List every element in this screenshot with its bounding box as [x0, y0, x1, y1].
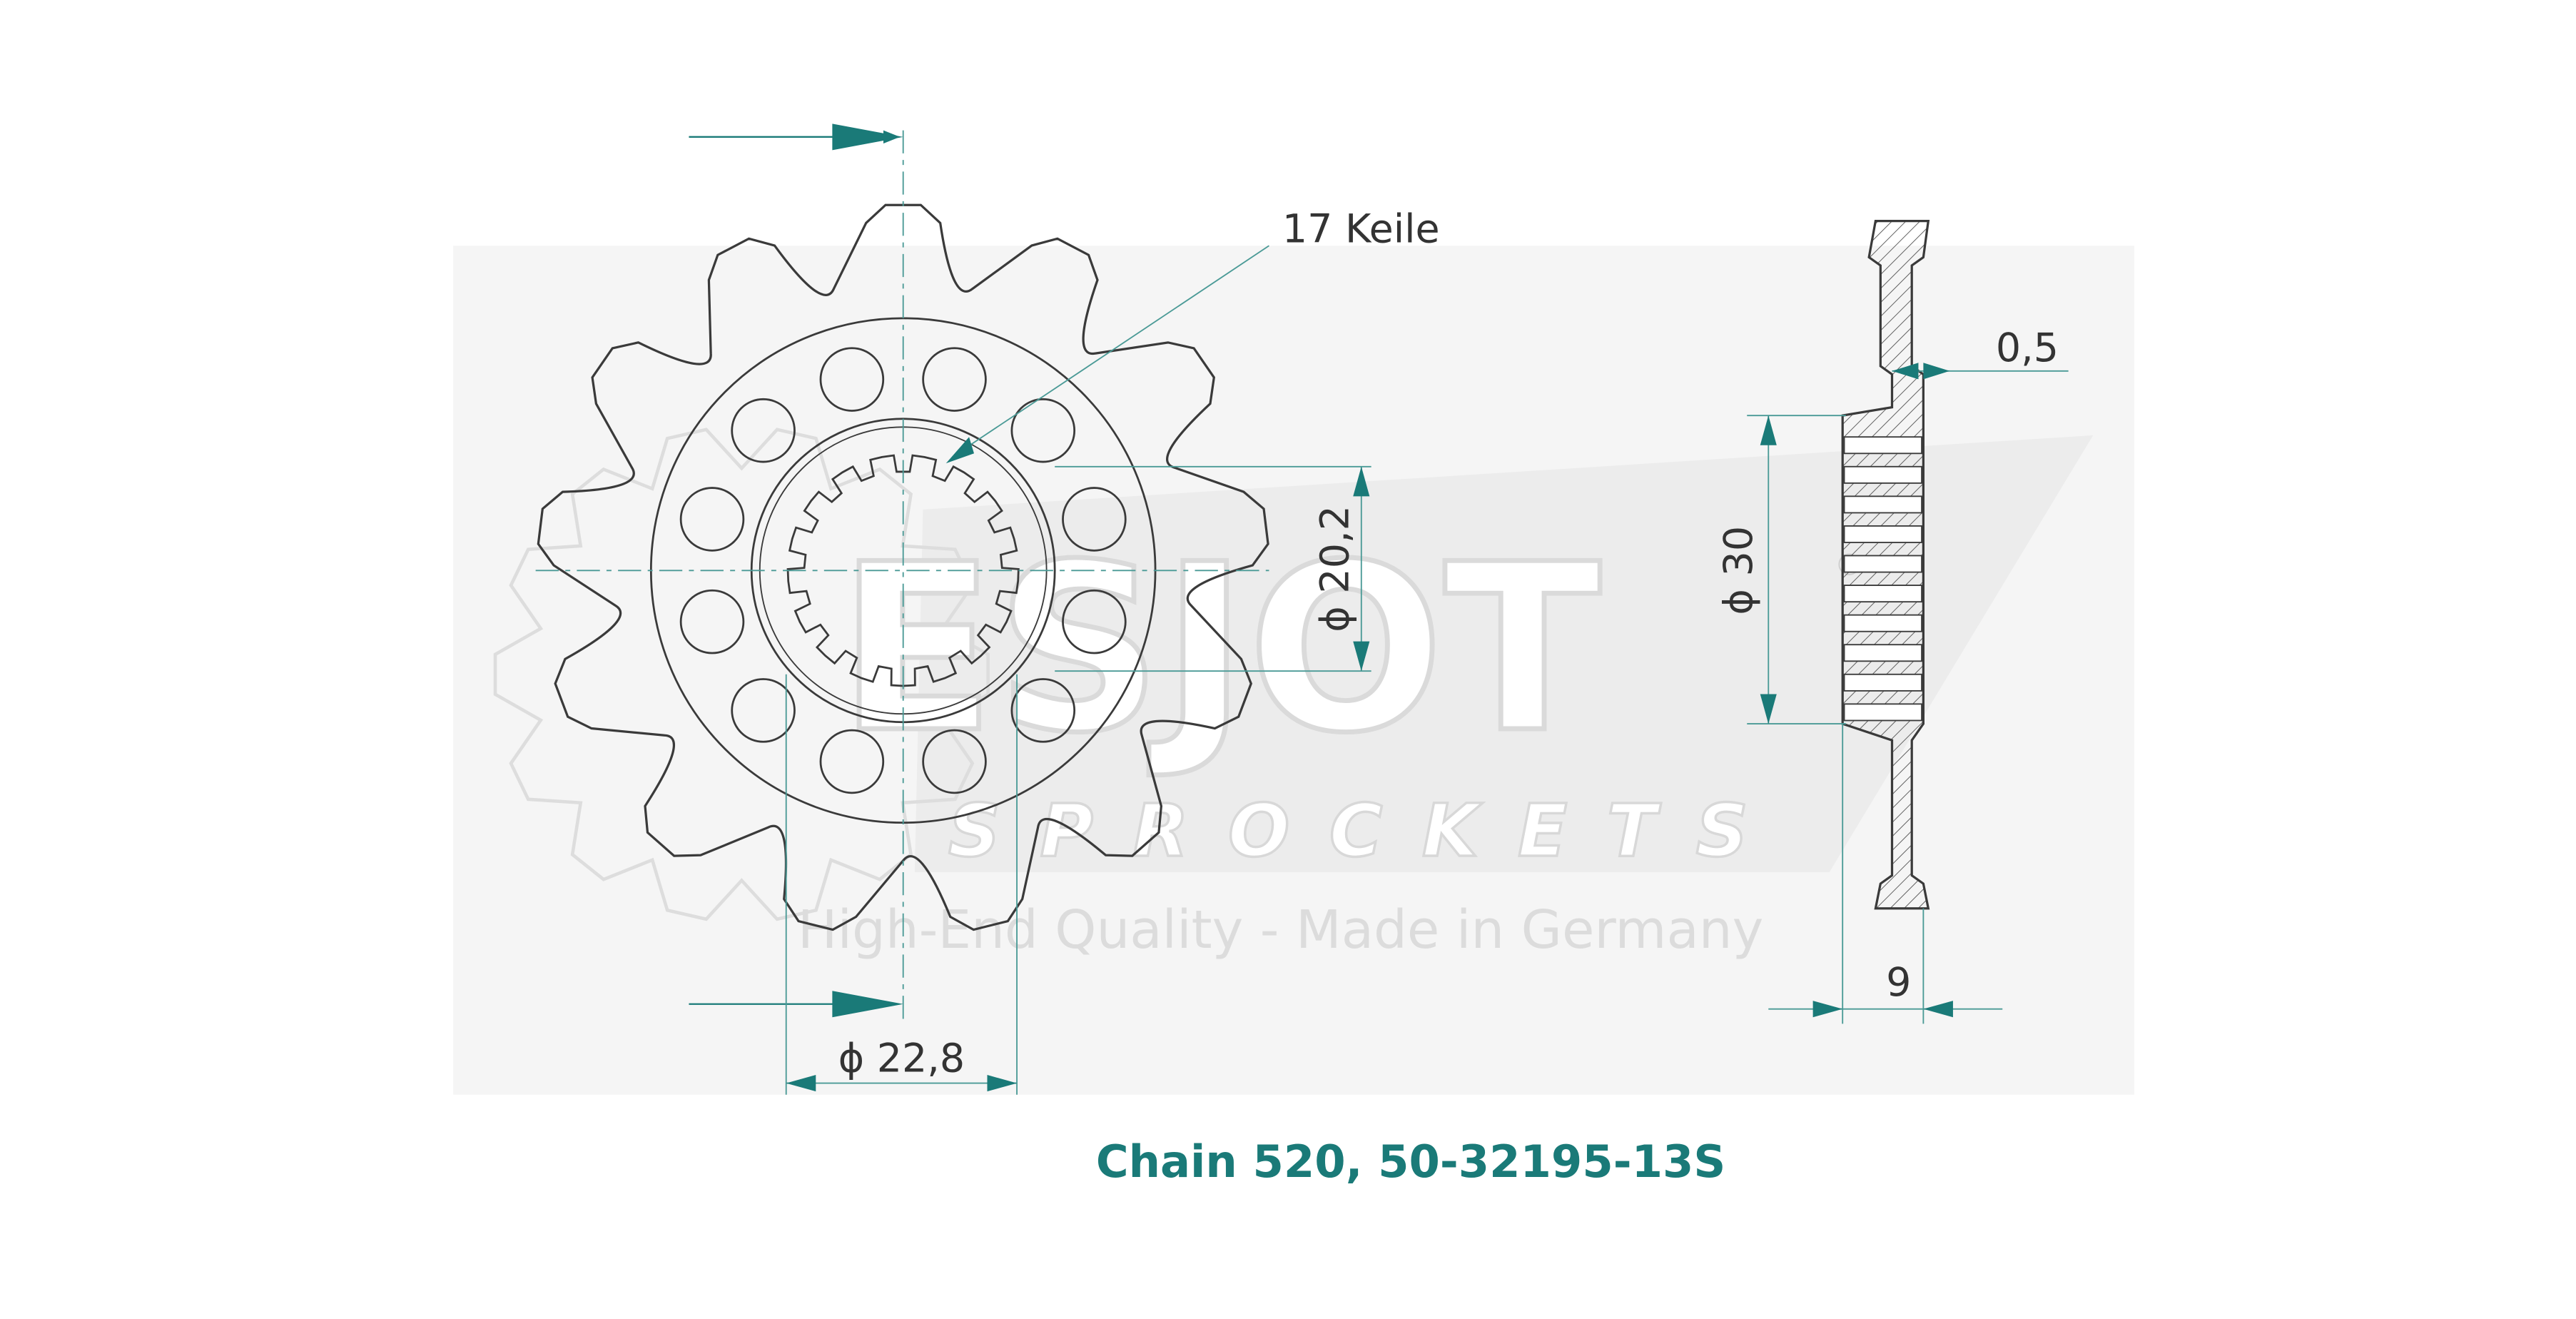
lightening-hole: [922, 347, 987, 412]
offset-dim-arrow-right: [1923, 363, 1950, 380]
section-arrowhead-bottom: [832, 991, 903, 1018]
section-arrowhead-top: [832, 123, 903, 151]
side-spline-groove: [1843, 644, 1922, 662]
lightening-hole: [819, 729, 885, 794]
side-spline-groove: [1843, 585, 1922, 603]
sprocket-outline: [537, 203, 1269, 931]
lightening-holes: [679, 347, 1127, 794]
side-spline-groove: [1843, 495, 1922, 514]
watermark-brand: ESJOT: [838, 515, 1602, 784]
watermark-tagline: High-End Quality - Made in Germany: [798, 899, 1763, 961]
hub-dim-arrow-top: [1760, 415, 1777, 445]
side-spline-groove: [1843, 614, 1922, 632]
watermark-swoosh: [914, 435, 2094, 872]
part-caption: Chain 520, 50-32195-13S: [1096, 1136, 1725, 1188]
offset-label: 0,5: [1996, 325, 2059, 371]
side-spline-groove: [1843, 525, 1922, 543]
lightening-hole: [1010, 678, 1076, 743]
bore-diameter-label: ϕ 22,8: [838, 1036, 965, 1081]
sprocket-side-section: 0,5 ϕ 30 9: [1716, 220, 2069, 1024]
splines-leader-arrow: [945, 437, 975, 464]
inner-dim-arrow-top: [1353, 466, 1370, 497]
side-spline-grooves: [1843, 436, 1922, 722]
hub-dim-arrow-bottom: [1760, 694, 1777, 724]
watermark-gear-outline: [493, 428, 990, 921]
sprocket-front-view: 17 Keile ϕ 20,2 ϕ 22,8: [535, 123, 1440, 1095]
lightening-hole: [1062, 487, 1127, 552]
lightening-hole: [1010, 398, 1076, 463]
lightening-hole: [1062, 589, 1127, 655]
watermark-sub: SPROCKETS: [948, 789, 1788, 873]
spline-bore: [786, 454, 1020, 687]
thickness-label: 9: [1886, 960, 1911, 1006]
lightening-hole: [679, 589, 745, 655]
offset-dim-arrow-left: [1892, 363, 1919, 380]
inner-dim-arrow-bottom: [1353, 641, 1370, 672]
lightening-hole: [679, 487, 745, 552]
bore-dim-arrow-right: [987, 1075, 1018, 1092]
lightening-hole: [922, 729, 987, 794]
thickness-dim-arrow-right: [1923, 1001, 1953, 1018]
side-spline-groove: [1843, 703, 1922, 722]
side-spline-groove: [1843, 465, 1922, 484]
side-spline-groove: [1843, 436, 1922, 455]
thickness-dim-arrow-left: [1812, 1001, 1843, 1018]
lightening-hole: [731, 398, 796, 463]
splines-label: 17 Keile: [1282, 207, 1440, 253]
lightening-hole: [731, 678, 796, 743]
inner-diameter-label: ϕ 20,2: [1312, 505, 1358, 632]
hub-diameter-label: ϕ 30: [1716, 526, 1762, 615]
side-spline-groove: [1843, 555, 1922, 573]
side-spline-groove: [1843, 673, 1922, 692]
bore-dim-arrow-left: [786, 1075, 816, 1092]
splines-leader-line: [952, 245, 1269, 458]
lightening-hole: [819, 347, 885, 412]
